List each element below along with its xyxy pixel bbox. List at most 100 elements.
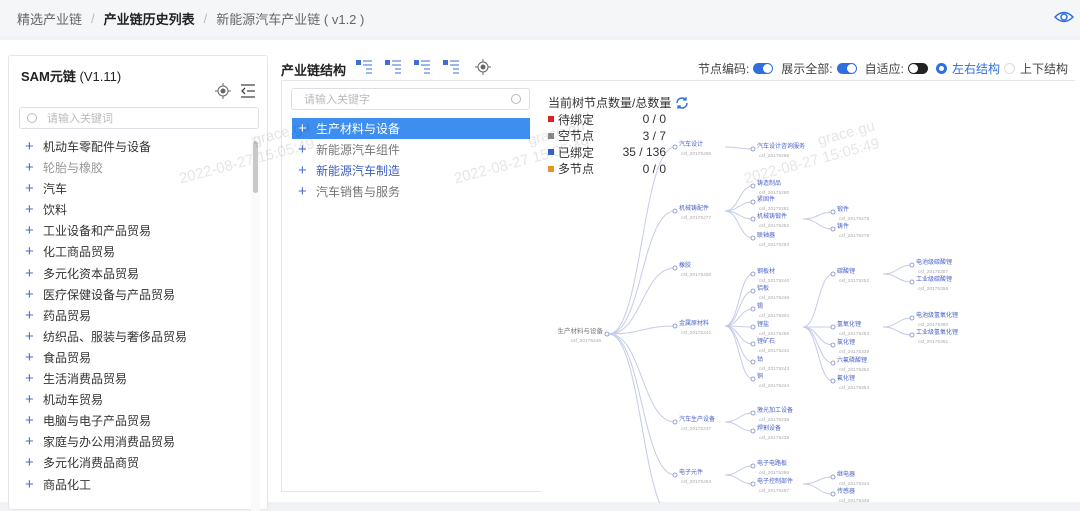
expand-level-icon[interactable] (384, 58, 402, 76)
tree-node-label[interactable]: 联轴器 (757, 231, 775, 239)
sam-list-item[interactable]: +机动车贸易 (25, 389, 187, 410)
adaptive-toggle[interactable] (907, 63, 928, 74)
tree-node-dot[interactable] (750, 376, 756, 382)
sam-list-item[interactable]: +机动车零配件与设备 (25, 136, 187, 157)
tree-node-label[interactable]: 激光加工设备 (757, 406, 793, 414)
tree-node-dot[interactable] (750, 359, 756, 365)
tree-node-label[interactable]: 电子控制部件 (757, 477, 793, 485)
tree-node-dot[interactable] (909, 332, 915, 338)
tree-node-label[interactable]: 紧固件 (757, 195, 775, 203)
tree-node-dot[interactable] (672, 265, 678, 271)
tree-node-label[interactable]: 机械铸配件 (679, 204, 709, 212)
tb-layout-radio[interactable] (1003, 63, 1015, 74)
tree-node-dot[interactable] (909, 262, 915, 268)
tree-node-dot[interactable] (750, 216, 756, 222)
expand-icon[interactable]: + (25, 222, 34, 240)
tree-node-dot[interactable] (830, 342, 836, 348)
tree-node-label[interactable]: 电池级氢氧化锂 (916, 311, 958, 319)
tree-node-label[interactable]: 汽车设计 (679, 140, 703, 148)
tree-node-dot[interactable] (750, 288, 756, 294)
expand-all-icon[interactable] (355, 58, 373, 76)
tree-node-label[interactable]: 氟化锂 (837, 374, 855, 382)
tree-node-dot[interactable] (750, 199, 756, 205)
expand-icon[interactable]: + (25, 327, 34, 345)
lr-layout-radio[interactable] (935, 63, 947, 74)
sam-search-input[interactable]: 请输入关键词 (19, 107, 259, 129)
tree-node-label[interactable]: 钢板材 (757, 267, 775, 275)
node-code-toggle[interactable] (753, 63, 774, 74)
tree-node-dot[interactable] (604, 331, 610, 337)
tree-node-dot[interactable] (830, 491, 836, 497)
collapse-all-icon[interactable] (442, 58, 460, 76)
tree-node-dot[interactable] (750, 463, 756, 469)
tree-node-label[interactable]: 六氟磷酸锂 (837, 356, 867, 364)
tree-node-label[interactable]: 生产材料与设备 (558, 326, 604, 335)
expand-icon[interactable]: + (25, 138, 34, 155)
tree-node-label[interactable]: 电子电路板 (757, 459, 787, 467)
sam-list-item[interactable]: +医疗保健设备与产品贸易 (25, 284, 187, 305)
sam-list-item[interactable]: +家庭与办公用消费品贸易 (25, 431, 187, 452)
sam-list-item[interactable]: +化工商品贸易 (25, 241, 187, 262)
lr-layout-label[interactable]: 左右结构 (951, 62, 1000, 76)
expand-icon[interactable]: + (25, 370, 34, 388)
tree-node-label[interactable]: 工业级碳酸锂 (916, 275, 952, 283)
expand-icon[interactable]: + (298, 183, 307, 200)
tree-node-dot[interactable] (830, 271, 836, 277)
tree-node-label[interactable]: 机械铸锻件 (757, 212, 787, 220)
tree-node-dot[interactable] (750, 183, 756, 189)
sam-list-item[interactable]: +多元化资本品贸易 (25, 263, 187, 284)
scrollbar-track[interactable] (251, 136, 260, 511)
expand-icon[interactable]: + (298, 141, 307, 158)
expand-icon[interactable]: + (298, 120, 307, 137)
tree-node-dot[interactable] (750, 341, 756, 347)
tree-node-label[interactable]: 锡 (757, 302, 763, 310)
tree-canvas[interactable]: 生产材料与设备csf_20175246汽车设计csf_20175265机械铸配件… (540, 81, 1075, 503)
chain-list-item[interactable]: +新能源汽车制造 (292, 160, 530, 181)
sam-list-item[interactable]: +商品化工 (25, 474, 187, 495)
tree-node-label[interactable]: 焊割设备 (757, 424, 781, 432)
tree-node-label[interactable]: 锂盐 (757, 320, 769, 328)
tree-node-dot[interactable] (830, 360, 836, 366)
chain-search-input[interactable]: 请输入关键字 (291, 88, 530, 110)
tree-node-dot[interactable] (750, 410, 756, 416)
tree-node-label[interactable]: 汽车设计咨询服务 (757, 142, 805, 150)
tree-node-dot[interactable] (672, 323, 678, 329)
tree-node-dot[interactable] (750, 428, 756, 434)
show-all-toggle[interactable] (836, 63, 857, 74)
breadcrumb-item-history[interactable]: 产业链历史列表 (103, 11, 195, 27)
expand-icon[interactable]: + (25, 433, 34, 451)
sam-list-item[interactable]: +食品贸易 (25, 347, 187, 368)
sam-list-item[interactable]: +多元化消费品商贸 (25, 452, 187, 473)
expand-icon[interactable]: + (25, 201, 34, 219)
chain-list-item[interactable]: +汽车销售与服务 (292, 181, 530, 202)
expand-icon[interactable]: + (25, 454, 34, 472)
refresh-icon[interactable] (675, 96, 689, 110)
tree-node-label[interactable]: 铝板 (757, 284, 769, 292)
tree-node-dot[interactable] (830, 378, 836, 384)
tree-node-label[interactable]: 电池级碳酸锂 (916, 258, 952, 266)
expand-icon[interactable]: + (25, 475, 34, 493)
tree-node-dot[interactable] (750, 481, 756, 487)
sam-list-item[interactable]: +纺织品、服装与奢侈品贸易 (25, 326, 187, 347)
tree-node-dot[interactable] (672, 144, 678, 150)
expand-icon[interactable]: + (25, 243, 34, 261)
expand-icon[interactable]: + (25, 180, 34, 198)
expand-icon[interactable]: + (25, 159, 34, 177)
tree-node-label[interactable]: 橡胶 (679, 261, 691, 269)
tree-node-label[interactable]: 钴 (757, 355, 763, 363)
expand-icon[interactable]: + (25, 412, 34, 430)
sam-list-item[interactable]: +汽车 (25, 178, 187, 199)
expand-icon[interactable]: + (298, 162, 307, 179)
tree-node-label[interactable]: 氢氧化锂 (837, 320, 861, 328)
tree-node-dot[interactable] (830, 226, 836, 232)
tree-node-dot[interactable] (672, 472, 678, 478)
tree-node-label[interactable]: 工业级氢氧化锂 (916, 328, 958, 336)
scrollbar-thumb[interactable] (253, 141, 258, 193)
sam-list-item[interactable]: +工业设备和产品贸易 (25, 220, 187, 241)
tree-node-label[interactable]: 金属原材料 (679, 319, 709, 327)
breadcrumb-item-featured[interactable]: 精选产业链 (17, 11, 83, 27)
tree-node-label[interactable]: 锂矿石 (757, 337, 775, 345)
tree-node-dot[interactable] (672, 419, 678, 425)
tree-node-dot[interactable] (830, 324, 836, 330)
expand-icon[interactable]: + (25, 306, 34, 324)
